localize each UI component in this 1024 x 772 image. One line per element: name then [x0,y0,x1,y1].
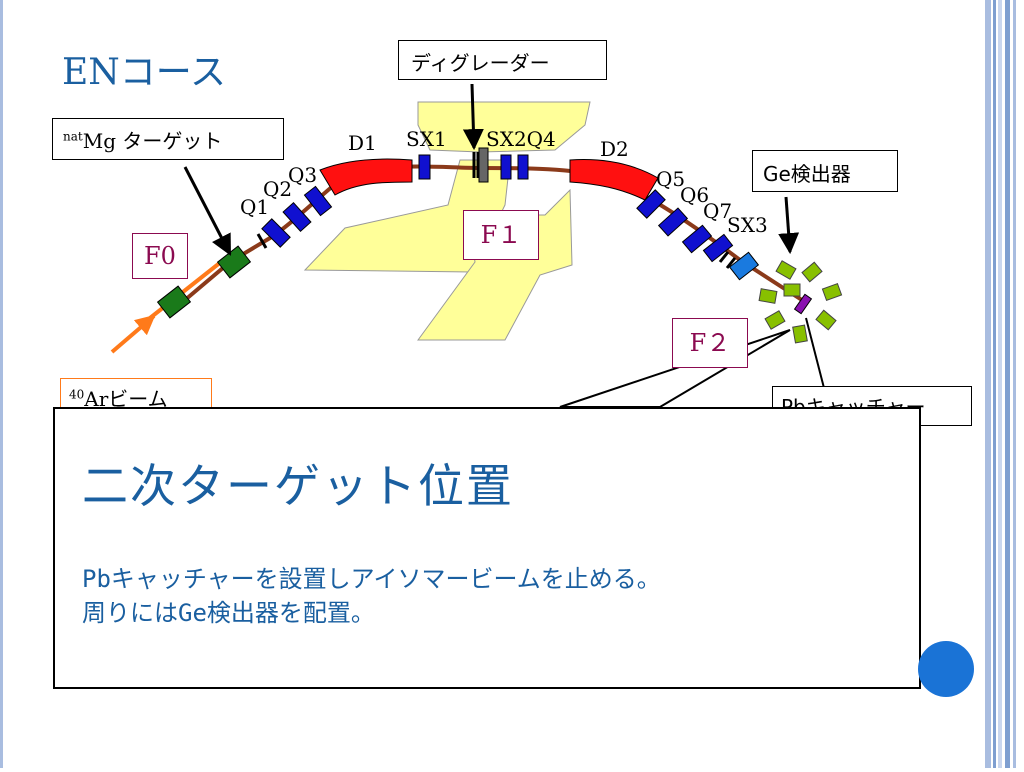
quad-q4 [517,154,529,180]
callout-line-1: Pbキャッチャーを設置しアイソマービームを止める。 [82,565,661,593]
degrader-label-text: ディグレーダー [411,51,550,75]
target-label-text: Mg ターゲット [82,129,223,153]
label-q3: Q3 [288,163,317,187]
callout-box [53,407,921,689]
dipole-d2 [569,159,659,201]
f0-block [156,285,192,319]
target-arrow [183,166,232,256]
label-d2: D2 [600,137,629,161]
quad-sx2 [500,154,512,180]
pb-catcher [793,293,813,315]
label-sx2q4: SX2Q4 [486,127,556,151]
slide-title: ENコース [62,52,226,93]
ge-arrow [778,196,800,255]
quad-q7b [702,233,734,263]
quad-sx1 [418,154,431,180]
label-q2: Q2 [263,177,292,201]
quad-q1 [261,218,291,248]
sextupole-sx3 [728,251,760,281]
target-label: natMg ターゲット [52,118,284,160]
label-q7: Q7 [703,199,732,223]
decorative-circle [918,641,974,697]
callout-title: 二次ターゲット位置 [82,459,514,513]
callout-line-2: 周りにはGe検出器を配置。 [82,599,375,627]
degrader-label: ディグレーダー [398,40,607,80]
quad-q5 [636,189,666,219]
ge-detector-label-text: Ge検出器 [763,162,851,186]
quad-q3 [303,185,333,217]
quad-q2 [282,201,312,233]
dipole-d1 [319,158,413,196]
label-q1: Q1 [240,195,269,219]
f2-label: F２ [672,318,748,368]
f1-label: F１ [463,210,539,260]
beam-label-sup: 40 [69,387,85,402]
label-q5: Q5 [656,167,685,191]
degrader-arrow [462,83,484,151]
callout-body: Pbキャッチャーを設置しアイソマービームを止める。 周りにはGe検出器を配置。 [82,562,661,630]
label-sx1: SX1 [406,127,447,151]
ge-detector-label: Ge検出器 [752,150,898,192]
f0-label: F0 [132,233,188,279]
quad-q7 [681,224,713,254]
degrader-block [478,147,489,183]
catcher-arrow [805,317,825,389]
label-d1: D1 [348,131,377,155]
label-q6: Q6 [680,183,709,207]
beam-arrow [110,314,156,354]
quad-q6 [657,207,689,237]
target-label-sup: nat [63,129,83,144]
quadrupoles [261,154,734,263]
ge-detector-array [758,260,843,344]
label-sx3: SX3 [727,213,768,237]
